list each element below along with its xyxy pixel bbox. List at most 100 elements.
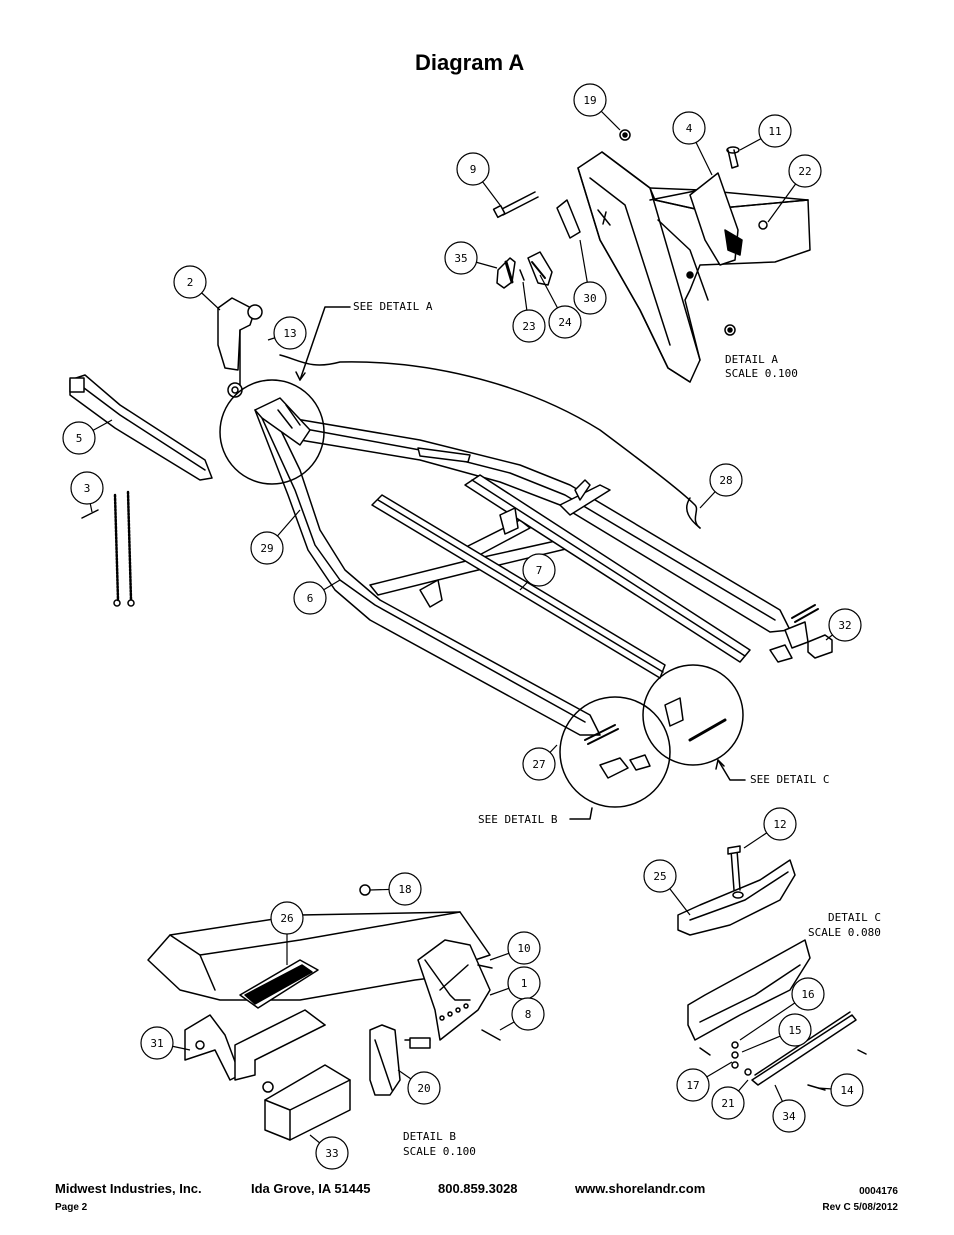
callout-balloon [643,859,677,893]
callout-number: 26 [280,912,293,925]
callout-balloon [444,241,478,275]
footer-doc-number: 0004176 [859,1186,898,1197]
callout-number: 15 [788,1024,801,1037]
see-detail-a-label: SEE DETAIL A [353,300,433,313]
callout-balloon [388,872,422,906]
callout-balloon [250,531,284,565]
callout-number: 21 [721,1097,734,1110]
callout-9: 9 [456,152,501,206]
callout-19: 19 [573,83,621,131]
callout-balloon [507,931,541,965]
callout-balloon [711,1086,745,1120]
callout-number: 5 [76,432,83,445]
callout-15: 15 [741,1013,812,1053]
callout-21: 21 [711,1079,749,1120]
callout-26: 26 [270,901,304,965]
callout-30: 30 [573,239,607,315]
detail-c-scale: SCALE 0.080 [808,926,881,939]
callout-2: 2 [173,265,221,311]
callout-35: 35 [444,241,498,275]
callout-13: 13 [267,316,307,350]
callout-number: 10 [517,942,530,955]
callout-balloon [672,111,706,145]
detail-c-circle [642,664,744,766]
callout-number: 6 [307,592,314,605]
callout-25: 25 [643,859,691,916]
callout-number: 4 [686,122,693,135]
callout-balloon [522,553,556,587]
callout-balloon [456,152,490,186]
callout-31: 31 [140,1026,191,1060]
callout-number: 19 [583,94,596,107]
detail-c-roller [677,845,867,1091]
callout-number: 20 [417,1082,430,1095]
callout-7: 7 [519,553,556,591]
callout-balloon [407,1071,441,1105]
callout-balloon [830,1073,864,1107]
callout-number: 16 [801,988,814,1001]
detail-a-winch-post [492,129,811,383]
callout-number: 22 [798,165,811,178]
detail-a-title: DETAIL A [725,353,778,366]
detail-b-title: DETAIL B [403,1130,456,1143]
callout-number: 7 [536,564,543,577]
callout-balloon [791,977,825,1011]
callout-number: 12 [773,818,786,831]
callout-number: 1 [521,977,528,990]
callout-balloon [511,997,545,1031]
footer-company: Midwest Industries, Inc. [55,1181,202,1196]
footer-city: Ida Grove, IA 51445 [251,1181,371,1196]
detail-c-title: DETAIL C [828,911,881,924]
callout-balloon [173,265,207,299]
detail-b-scale: SCALE 0.100 [403,1145,476,1158]
callout-27: 27 [522,744,558,781]
callout-number: 35 [454,252,467,265]
callout-balloon [778,1013,812,1047]
callout-number: 28 [719,474,732,487]
callout-11: 11 [739,114,792,151]
detail-b-bracket [147,884,501,1141]
footer-revision: Rev C 5/08/2012 [822,1202,898,1213]
diagram-title: Diagram A [415,50,525,75]
callout-balloon [270,901,304,935]
callout-24: 24 [539,274,582,339]
callout-number: 17 [686,1079,699,1092]
callout-number: 27 [532,758,545,771]
footer-website: www.shorelandr.com [575,1181,706,1196]
callout-12: 12 [743,807,797,849]
callout-balloon [548,305,582,339]
callout-number: 9 [470,163,477,176]
callout-balloon [573,281,607,315]
callout-number: 24 [558,316,572,329]
callout-balloon [573,83,607,117]
callout-balloon [828,608,862,642]
callout-balloon [772,1099,806,1133]
footer-page: Page 2 [55,1202,88,1213]
footer-phone: 800.859.3028 [438,1181,518,1196]
callout-29: 29 [250,509,301,565]
callout-balloon [315,1136,349,1170]
callout-4: 4 [672,111,713,176]
callout-number: 18 [398,883,411,896]
callout-6: 6 [293,579,341,615]
callout-10: 10 [489,931,541,965]
callout-number: 32 [838,619,851,632]
callout-number: 34 [782,1110,796,1123]
callout-balloon [293,581,327,615]
callout-28: 28 [699,463,743,509]
callout-3: 3 [70,471,104,513]
callout-number: 25 [653,870,666,883]
callout-17: 17 [676,1061,733,1102]
callout-18: 18 [369,872,422,906]
callout-balloon [676,1068,710,1102]
callout-1: 1 [489,966,541,1000]
callout-16: 16 [739,977,825,1041]
callout-number: 23 [522,320,535,333]
callout-23: 23 [512,281,546,343]
see-detail-c-label: SEE DETAIL C [750,773,829,786]
callout-22: 22 [767,154,822,223]
callout-34: 34 [772,1084,806,1133]
callout-number: 33 [325,1147,338,1160]
callout-balloon [273,316,307,350]
